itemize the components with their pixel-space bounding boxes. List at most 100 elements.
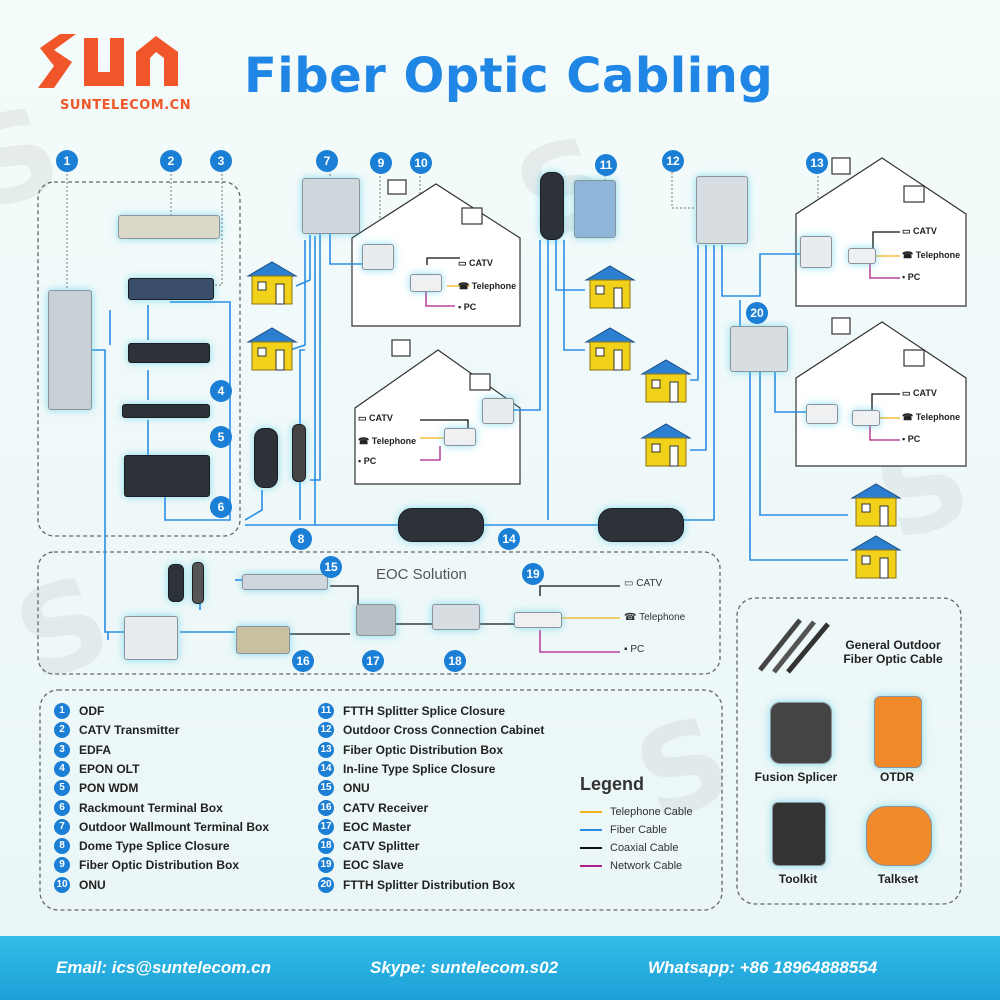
fusion-splicer-label: Fusion Splicer bbox=[754, 770, 838, 784]
eoc-splice-closure-small bbox=[192, 562, 204, 604]
component-label: Outdoor Wallmount Terminal Box bbox=[79, 819, 269, 834]
component-label: Fiber Optic Distribution Box bbox=[79, 858, 240, 873]
outdoor-cross-connection-cabinet bbox=[696, 176, 748, 244]
footer-skype[interactable]: Skype: suntelecom.s02 bbox=[370, 958, 559, 977]
toolkit-label: Toolkit bbox=[778, 872, 818, 886]
fiber-cable-icon bbox=[758, 618, 830, 674]
fiber-distribution-box-house2 bbox=[482, 398, 514, 424]
component-number: 11 bbox=[318, 703, 334, 719]
component-label: Outdoor Cross Connection Cabinet bbox=[343, 723, 545, 738]
logo-text: SUNTELECOM.CN bbox=[60, 98, 192, 113]
components-box bbox=[39, 689, 723, 911]
legend-swatch bbox=[580, 811, 602, 814]
outdoor-wallmount-terminal-box bbox=[302, 178, 360, 234]
onu-house4 bbox=[852, 410, 880, 426]
inline-splice-closure-1 bbox=[398, 508, 484, 542]
house1-catv-label: ▭ CATV bbox=[458, 258, 493, 268]
eoc-box bbox=[37, 551, 721, 675]
house3-catv-label: ▭ CATV bbox=[902, 226, 937, 236]
component-label: Fiber Optic Distribution Box bbox=[343, 742, 504, 757]
onu-house2 bbox=[444, 428, 476, 446]
phone-icon: ☎ bbox=[624, 612, 637, 623]
marker-16: 16 bbox=[292, 650, 314, 672]
legend-label: Fiber Cable bbox=[610, 824, 667, 836]
distribution-box-house4 bbox=[806, 404, 838, 424]
component-label: EDFA bbox=[79, 742, 112, 757]
onu-house3 bbox=[848, 248, 876, 264]
component-number: 18 bbox=[318, 838, 334, 855]
marker-19: 19 bbox=[522, 563, 544, 585]
legend-label: Coaxial Cable bbox=[610, 842, 679, 854]
house3-telephone-label: ☎ Telephone bbox=[902, 250, 961, 260]
brand-logo: SUNTELECOM.CN bbox=[32, 28, 192, 118]
epon-olt bbox=[128, 343, 210, 363]
component-number: 15 bbox=[318, 780, 334, 797]
pc-icon: ▪ bbox=[902, 434, 906, 444]
footer-email[interactable]: Email: ics@suntelecom.cn bbox=[56, 958, 271, 977]
eoc-catv-label: ▭ CATV bbox=[624, 578, 663, 589]
component-label: ONU bbox=[79, 877, 106, 892]
house1-pc-label: ▪ PC bbox=[458, 302, 477, 312]
house4-pc-label: ▪ PC bbox=[902, 434, 921, 444]
otdr-image bbox=[874, 696, 922, 768]
legend-swatch bbox=[580, 847, 602, 850]
phone-icon: ☎ bbox=[902, 412, 914, 422]
component-number: 5 bbox=[54, 780, 70, 797]
marker-9: 9 bbox=[370, 152, 392, 174]
pc-icon: ▪ bbox=[358, 456, 362, 466]
legend-swatch bbox=[580, 829, 602, 832]
marker-18: 18 bbox=[444, 650, 466, 672]
tv-icon: ▭ bbox=[458, 258, 467, 268]
dome-splice-closure-small bbox=[292, 424, 306, 482]
marker-2: 2 bbox=[160, 150, 182, 172]
inline-splice-closure-2 bbox=[598, 508, 684, 542]
talkset-image bbox=[866, 806, 932, 866]
component-label: EOC Master bbox=[343, 819, 412, 834]
house4-catv-label: ▭ CATV bbox=[902, 388, 937, 398]
toolkit-image bbox=[772, 802, 826, 866]
legend-label: Network Cable bbox=[610, 860, 683, 872]
catv-receiver bbox=[236, 626, 290, 654]
onu-eoc bbox=[242, 574, 328, 590]
component-number: 20 bbox=[318, 876, 334, 893]
component-label: ODF bbox=[79, 704, 105, 718]
ftth-splitter-distribution-box bbox=[730, 326, 788, 372]
marker-14: 14 bbox=[498, 528, 520, 550]
component-number: 7 bbox=[54, 818, 70, 835]
house2-catv-label: ▭ CATV bbox=[358, 413, 393, 423]
legend-swatch bbox=[580, 865, 602, 868]
component-label: EOC Slave bbox=[343, 858, 404, 873]
marker-6: 6 bbox=[210, 496, 232, 518]
pon-wdm bbox=[122, 404, 210, 418]
footer-bar: Email: ics@suntelecom.cn Skype: suntelec… bbox=[0, 936, 1000, 1000]
component-label: CATV Transmitter bbox=[79, 723, 180, 738]
pc-icon: ▪ bbox=[624, 644, 628, 655]
fusion-splicer-image bbox=[770, 702, 832, 764]
phone-icon: ☎ bbox=[458, 281, 470, 291]
component-number: 16 bbox=[318, 799, 334, 816]
component-number: 4 bbox=[54, 760, 70, 777]
marker-5: 5 bbox=[210, 426, 232, 448]
house3-pc-label: ▪ PC bbox=[902, 272, 921, 282]
otdr-label: OTDR bbox=[880, 770, 914, 784]
rackmount-terminal-box bbox=[124, 455, 210, 497]
footer-whatsapp[interactable]: Whatsapp: +86 18964888554 bbox=[648, 958, 878, 977]
tv-icon: ▭ bbox=[902, 388, 911, 398]
ftth-splitter-splice-closure bbox=[574, 180, 616, 238]
house2-pc-label: ▪ PC bbox=[358, 456, 377, 466]
component-label: Dome Type Splice Closure bbox=[79, 839, 230, 854]
marker-13: 13 bbox=[806, 152, 828, 174]
eoc-title: EOC Solution bbox=[376, 566, 467, 583]
